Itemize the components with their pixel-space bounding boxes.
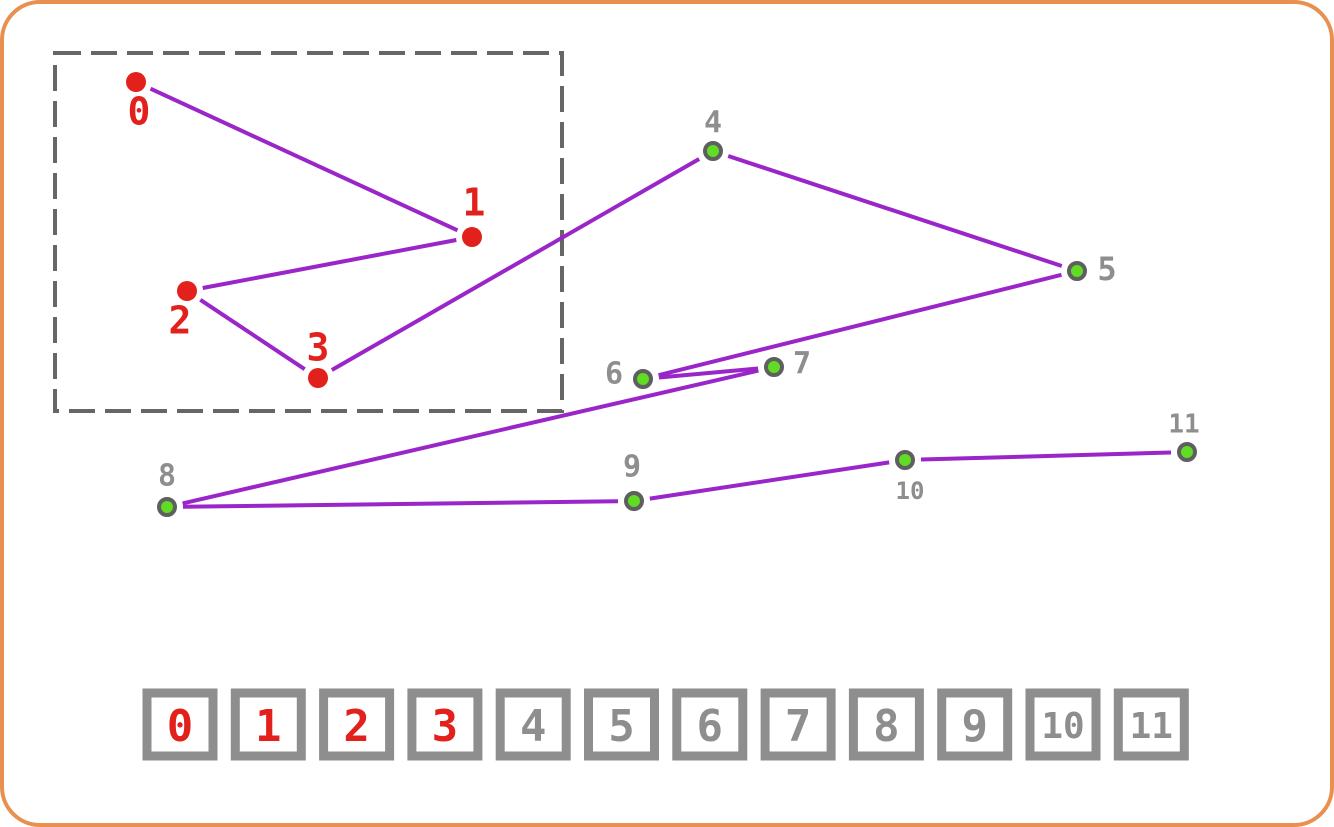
path-segment-9-10 xyxy=(649,460,890,501)
node-label: 4 xyxy=(704,106,722,141)
path-segment-0-1 xyxy=(149,86,459,233)
node-label: 10 xyxy=(896,477,925,505)
nodes: 0 1 2 3 4 5 6 7 8 9 10 11 xyxy=(126,72,1200,517)
tile-8[interactable]: 8 xyxy=(848,688,924,761)
tile-11[interactable]: 11 xyxy=(1113,688,1189,761)
node-dot-selected[interactable] xyxy=(308,368,328,388)
node-2[interactable]: 2 xyxy=(169,281,197,343)
node-9[interactable]: 9 xyxy=(623,450,644,511)
tile-frame[interactable] xyxy=(319,688,395,761)
node-11[interactable]: 11 xyxy=(1168,410,1200,462)
node-label: 9 xyxy=(623,450,641,485)
node-label: 6 xyxy=(605,357,623,392)
tile-label: 9 xyxy=(961,701,988,752)
tile-frame[interactable] xyxy=(230,688,306,761)
node-3[interactable]: 3 xyxy=(307,326,330,389)
path-segment-1-2 xyxy=(202,238,457,290)
tile-label: 6 xyxy=(697,701,724,752)
tile-label: 10 xyxy=(1041,706,1084,747)
node-dot[interactable] xyxy=(703,141,723,161)
node-dot-selected[interactable] xyxy=(177,281,197,301)
node-6[interactable]: 6 xyxy=(605,357,653,392)
tile-frame[interactable] xyxy=(584,688,659,761)
node-dot-selected[interactable] xyxy=(126,72,146,92)
node-7[interactable]: 7 xyxy=(764,347,811,382)
path-segment-2-3 xyxy=(199,298,306,371)
tile-0[interactable]: 0 xyxy=(142,688,218,761)
node-dot[interactable] xyxy=(633,369,653,389)
tile-label: 4 xyxy=(520,701,547,752)
tile-label: 1 xyxy=(255,701,282,752)
node-label: 7 xyxy=(793,347,811,382)
node-label: 5 xyxy=(1097,250,1116,288)
tile-frame[interactable] xyxy=(760,688,836,761)
tile-label: 3 xyxy=(432,701,459,752)
path-lines xyxy=(149,86,1172,509)
tile-frame[interactable] xyxy=(1025,688,1101,761)
path-segment-5-6 xyxy=(658,272,1062,378)
node-dot[interactable] xyxy=(1067,261,1087,281)
node-0[interactable]: 0 xyxy=(126,72,150,134)
tile-label: 11 xyxy=(1130,706,1173,747)
tile-1[interactable]: 1 xyxy=(230,688,306,761)
node-dot-selected[interactable] xyxy=(462,227,482,247)
tile-frame[interactable] xyxy=(848,688,924,761)
node-10[interactable]: 10 xyxy=(895,450,925,505)
tile-9[interactable]: 9 xyxy=(937,688,1013,761)
node-4[interactable]: 4 xyxy=(703,106,723,161)
path-segment-3-4 xyxy=(330,157,701,372)
selection-box[interactable] xyxy=(53,51,564,413)
tile-label: 5 xyxy=(608,701,635,752)
tile-5[interactable]: 5 xyxy=(584,688,659,761)
path-segment-8-9 xyxy=(182,499,619,509)
tile-frame[interactable] xyxy=(142,688,218,761)
node-dot[interactable] xyxy=(624,491,644,511)
tile-label: 7 xyxy=(785,701,812,752)
tile-label: 8 xyxy=(873,701,900,752)
node-label: 0 xyxy=(128,90,151,134)
node-dot[interactable] xyxy=(895,450,915,470)
path-segment-6-7 xyxy=(658,366,759,380)
node-label: 3 xyxy=(307,326,330,370)
tile-2[interactable]: 2 xyxy=(319,688,395,761)
node-5[interactable]: 5 xyxy=(1067,250,1117,288)
node-label: 8 xyxy=(158,459,176,494)
tile-10[interactable]: 10 xyxy=(1025,688,1101,761)
tile-frame[interactable] xyxy=(672,688,748,761)
node-label: 11 xyxy=(1168,410,1199,440)
node-dot[interactable] xyxy=(157,497,177,517)
tile-label: 0 xyxy=(167,701,194,752)
node-dot[interactable] xyxy=(1177,442,1197,462)
path-segment-7-8 xyxy=(182,368,759,506)
path-segment-4-5 xyxy=(727,154,1063,268)
tile-4[interactable]: 4 xyxy=(495,688,571,761)
tile-7[interactable]: 7 xyxy=(760,688,836,761)
tile-frame[interactable] xyxy=(1113,688,1189,761)
tile-3[interactable]: 3 xyxy=(407,688,483,761)
node-label: 1 xyxy=(463,181,486,225)
node-1[interactable]: 1 xyxy=(462,181,485,248)
tile-frame[interactable] xyxy=(937,688,1013,761)
node-dot[interactable] xyxy=(764,357,784,377)
tile-frame[interactable] xyxy=(407,688,483,761)
node-8[interactable]: 8 xyxy=(157,459,177,517)
node-tile-bar: 0 1 2 3 4 5 6 7 8 9 10 11 xyxy=(142,688,1189,761)
tile-6[interactable]: 6 xyxy=(672,688,748,761)
tile-frame[interactable] xyxy=(495,688,571,761)
node-label: 2 xyxy=(169,299,192,343)
path-segment-10-11 xyxy=(920,450,1172,462)
tile-label: 2 xyxy=(343,701,370,752)
